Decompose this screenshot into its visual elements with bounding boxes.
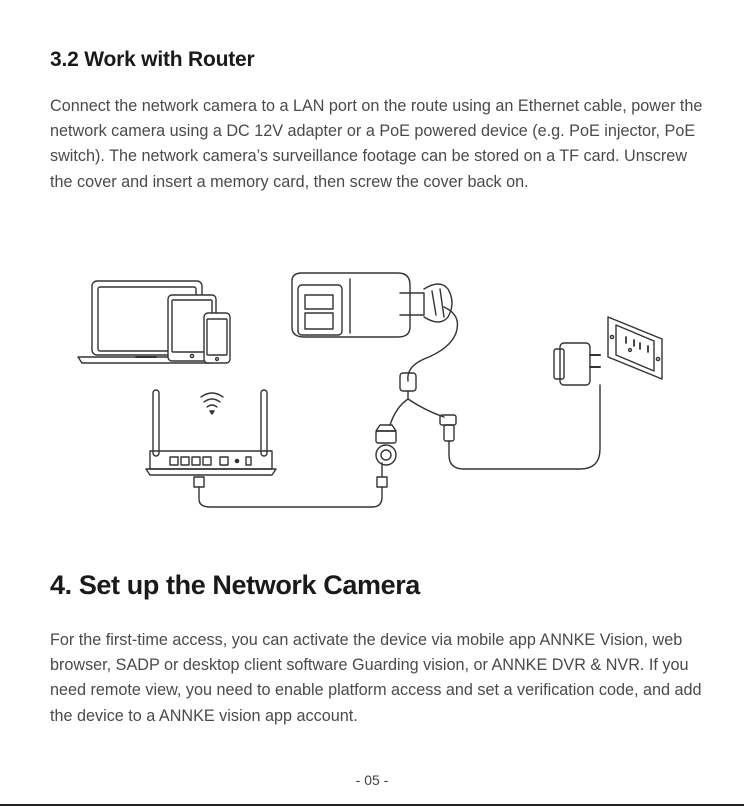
wifi-icon <box>200 392 224 415</box>
smartphone-icon <box>203 312 231 364</box>
power-adapter-icon <box>553 342 601 386</box>
section-4-title: 4. Set up the Network Camera <box>50 570 420 600</box>
router-icon <box>145 389 277 476</box>
bottom-rule <box>0 804 744 806</box>
router-connection-illustration <box>77 272 663 508</box>
bullet-camera-icon <box>291 272 459 466</box>
section-4-paragraph: For the first-time access, you can activ… <box>50 631 702 725</box>
section-3-2-paragraph: Connect the network camera to a LAN port… <box>50 97 703 191</box>
page-number: - 05 - <box>355 772 389 788</box>
ethernet-cable <box>193 462 388 508</box>
section-3-2-title: 3.2 Work with Router <box>50 48 255 71</box>
wall-outlet-icon <box>607 316 663 380</box>
power-cable <box>448 384 601 470</box>
